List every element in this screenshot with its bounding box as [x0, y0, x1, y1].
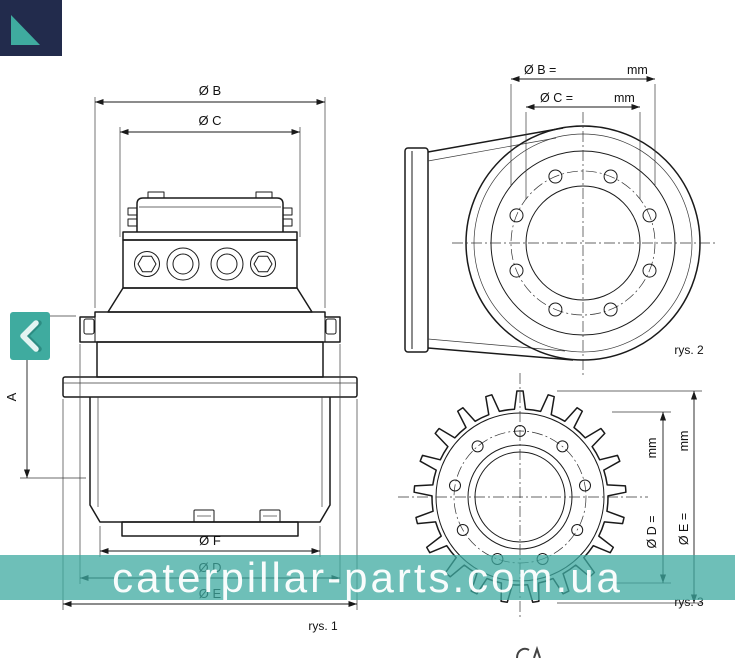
- cap-top-lug: [255, 191, 273, 199]
- teal-triangle-icon: [11, 15, 40, 45]
- dim-unit-c: mm: [614, 91, 635, 105]
- watermark-text: caterpillar-parts.com.ua: [112, 554, 623, 601]
- cap-side-bolt: [282, 207, 293, 216]
- port: [166, 247, 200, 281]
- dim-label-f: Ø F: [199, 533, 221, 548]
- dim-label-e: Ø E =: [677, 513, 691, 545]
- bolt-holes: [509, 169, 657, 317]
- flange-slot: [83, 318, 95, 335]
- fig1-final-drive-front-view: Ø B Ø C A Ø F Ø D Ø: [4, 83, 358, 633]
- fig2-housing-side-view: Ø B = mm Ø C = mm rys. 2: [404, 63, 716, 377]
- flange-slot: [325, 318, 337, 335]
- dim-label-a: A: [4, 392, 19, 401]
- dim-unit-b: mm: [627, 63, 648, 77]
- fig2-dimensions: Ø B = mm Ø C = mm: [510, 63, 656, 199]
- sprocket-teeth: [413, 390, 627, 603]
- cap-top-lug: [147, 191, 165, 199]
- hex-plug: [250, 251, 276, 277]
- cap-side-bolt: [127, 207, 138, 216]
- fig3-dimensions: mm Ø D = mm Ø E =: [557, 390, 702, 604]
- site-logo: [0, 0, 62, 56]
- chevron-left-icon: [20, 320, 42, 352]
- dim-label-b: Ø B: [199, 83, 221, 98]
- port: [210, 247, 244, 281]
- hex-plug: [134, 251, 160, 277]
- dim-label-c: Ø C =: [540, 91, 573, 105]
- hub-bore: [525, 185, 641, 301]
- dim-label-c: Ø C: [198, 113, 221, 128]
- dim-label-b: Ø B =: [524, 63, 556, 77]
- carousel-prev-button[interactable]: [10, 312, 50, 360]
- dim-label-d: Ø D =: [645, 516, 659, 549]
- dim-unit-d: mm: [645, 438, 659, 459]
- fig1-dimensions: Ø B Ø C A Ø F Ø D Ø: [4, 83, 358, 610]
- fig2-caption: rys. 2: [674, 343, 704, 357]
- cropped-logo-fragment: [516, 645, 541, 658]
- dim-unit-e: mm: [677, 431, 691, 452]
- fig1-caption: rys. 1: [308, 619, 338, 633]
